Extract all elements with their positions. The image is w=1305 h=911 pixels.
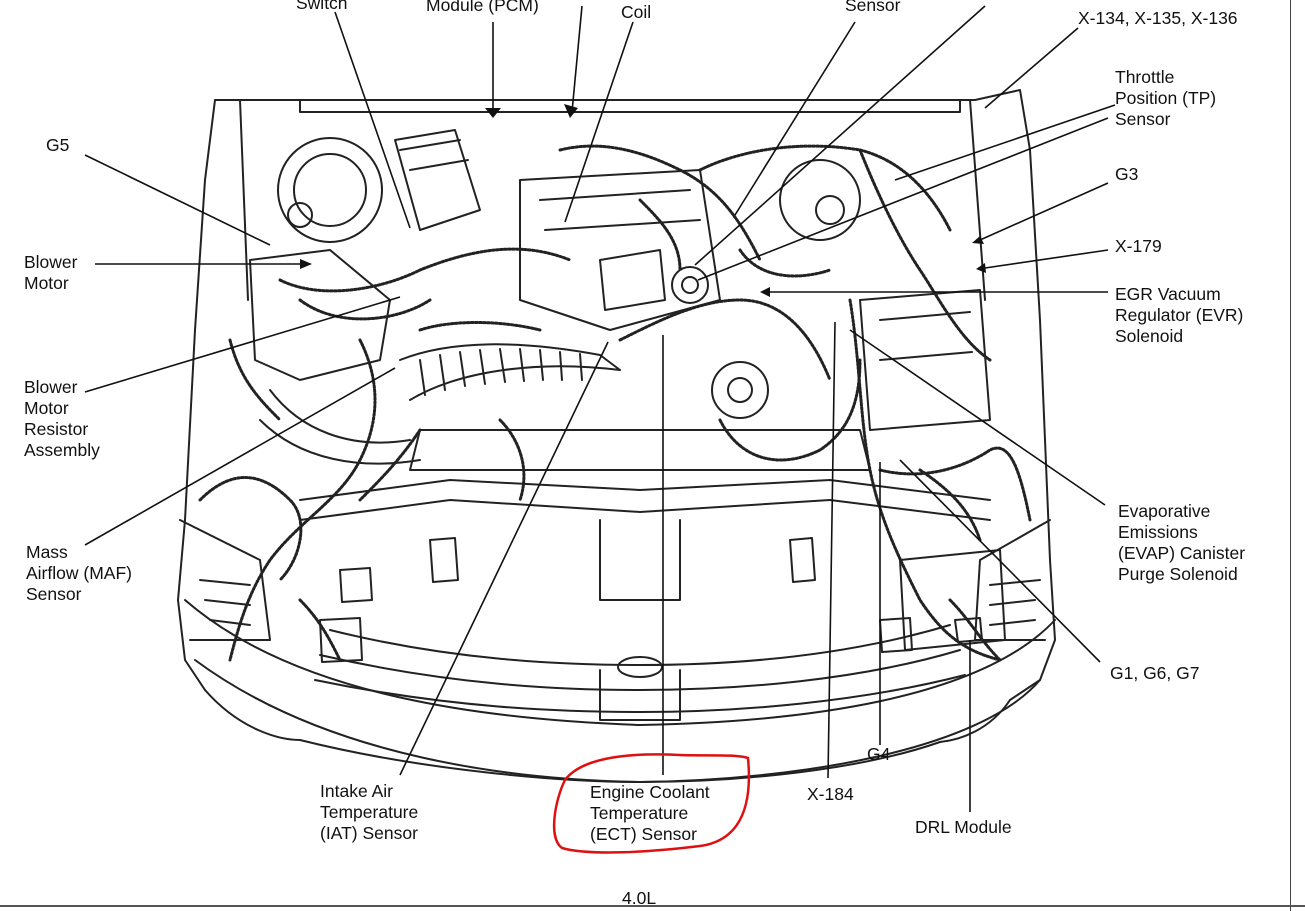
label-egr-vacuum-regulator: EGR Vacuum Regulator (EVR) Solenoid [1115,284,1244,346]
label-blower-motor: Blower Motor [24,252,78,293]
label-g1-g6-g7: G1, G6, G7 [1110,663,1200,683]
label-coil: Coil [621,2,652,22]
label-blower-motor-resistor: Blower Motor Resistor Assembly [24,377,100,460]
label-x184: X-184 [807,784,854,804]
label-switch: Switch [296,0,348,13]
label-throttle-position-sensor: Throttle Position (TP) Sensor [1115,67,1217,129]
label-x134-x135-x136: X-134, X-135, X-136 [1078,8,1238,28]
label-g4: G4 [867,744,891,764]
label-intake-air-temperature-sensor: Intake Air Temperature (IAT) Sensor [320,781,419,843]
label-evap-canister-purge: Evaporative Emissions (EVAP) Canister Pu… [1118,501,1246,584]
ect-highlight-circle [552,753,751,854]
label-mass-airflow-sensor: Mass Airflow (MAF) Sensor [26,542,132,604]
page-bottom-border [0,905,1305,907]
label-drl-module: DRL Module [915,817,1012,837]
label-x179: X-179 [1115,236,1162,256]
label-sensor-top: Sensor [845,0,901,15]
page-right-border [1290,0,1291,911]
label-pcm: Module (PCM) [426,0,539,15]
label-g3: G3 [1115,164,1139,184]
diagram-caption: 4.0L [622,888,657,908]
label-g5: G5 [46,135,70,155]
label-engine-coolant-temperature-sensor: Engine Coolant Temperature (ECT) Sensor [590,782,710,844]
